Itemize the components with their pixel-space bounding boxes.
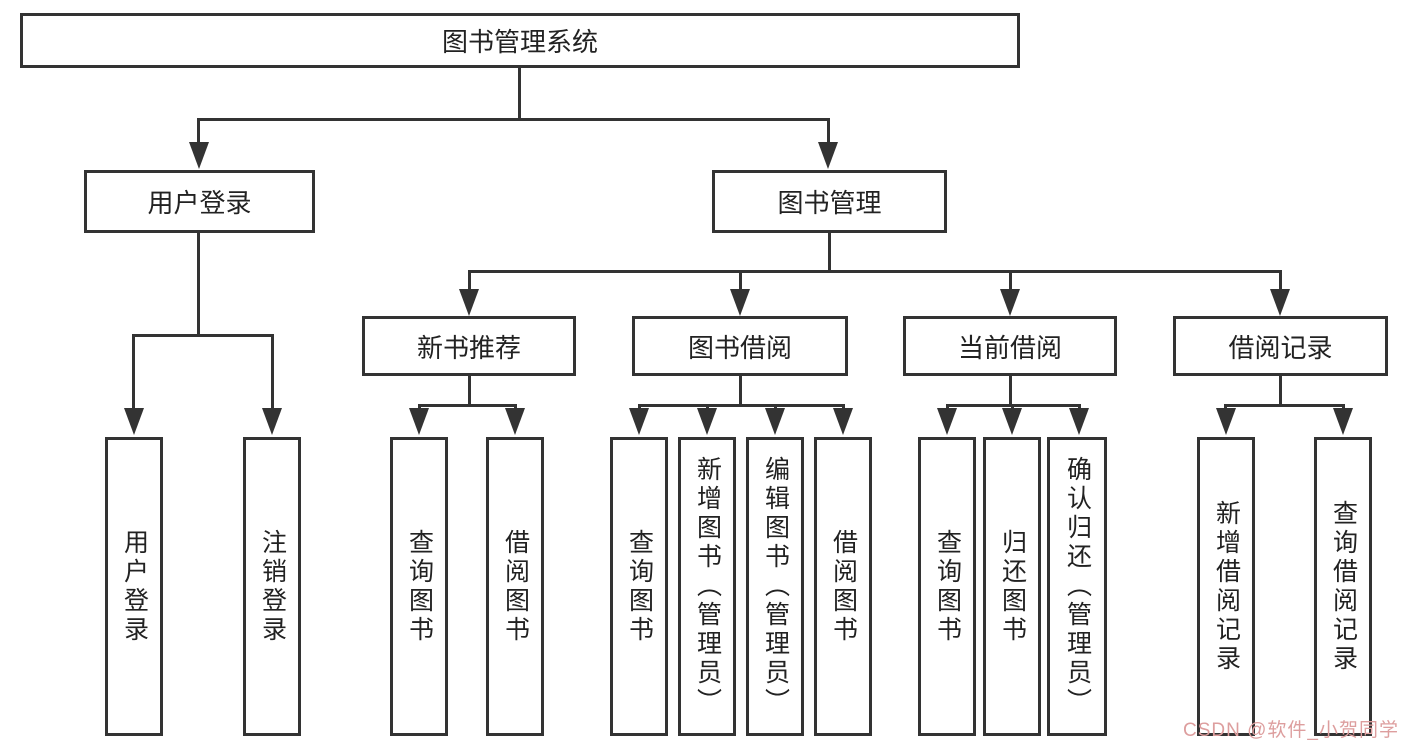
leaf-records-query-record-label: 查询借阅记录 (1329, 499, 1358, 674)
arrow-down-icon (937, 408, 957, 435)
connector-mgmt-stem (827, 118, 830, 144)
leaf-newbook-borrow-books: 借阅图书 (486, 437, 544, 736)
arrow-down-icon (1000, 289, 1020, 316)
node-new-book-recommend-label: 新书推荐 (416, 332, 521, 363)
arrow-down-icon (124, 408, 144, 435)
connector-newbook-bus (418, 404, 517, 407)
leaf-logout: 注销登录 (243, 437, 301, 736)
arrow-down-icon (818, 142, 838, 169)
node-book-borrow-label: 图书借阅 (687, 332, 792, 363)
connector-current-drop (1009, 376, 1012, 407)
arrow-down-icon (505, 408, 525, 435)
leaf-borrow-edit-books-admin: 编辑图书（管理员） (746, 437, 804, 736)
node-book-management-label: 图书管理 (777, 188, 882, 218)
node-root: 图书管理系统 (20, 13, 1020, 68)
connector-leaf-stem (132, 334, 135, 410)
connector-borrow-bus (638, 404, 845, 407)
arrow-down-icon (262, 408, 282, 435)
leaf-newbook-query-books-label: 查询图书 (405, 528, 434, 645)
connector-level2-stem (1279, 270, 1282, 292)
arrow-down-icon (459, 289, 479, 316)
connector-root-drop (518, 68, 521, 121)
leaf-logout-label: 注销登录 (258, 528, 287, 645)
leaf-borrow-borrow-books-label: 借阅图书 (829, 528, 858, 645)
arrow-down-icon (409, 408, 429, 435)
leaf-borrow-add-books-admin-label: 新增图书（管理员） (693, 456, 722, 717)
leaf-newbook-query-books: 查询图书 (390, 437, 448, 736)
arrow-down-icon (189, 142, 209, 169)
connector-records-drop (1279, 376, 1282, 407)
leaf-user-login: 用户登录 (105, 437, 163, 736)
connector-login-stem (197, 118, 200, 144)
connector-borrow-drop (739, 376, 742, 407)
arrow-down-icon (765, 408, 785, 435)
node-user-login: 用户登录 (84, 170, 315, 233)
leaf-borrow-add-books-admin: 新增图书（管理员） (678, 437, 736, 736)
connector-login-bus (132, 334, 274, 337)
leaf-newbook-borrow-books-label: 借阅图书 (501, 528, 530, 645)
arrow-down-icon (1270, 289, 1290, 316)
connector-level2-stem (739, 270, 742, 292)
connector-mgmt-drop (828, 233, 831, 273)
arrow-down-icon (1069, 408, 1089, 435)
node-book-management: 图书管理 (712, 170, 947, 233)
node-current-borrow: 当前借阅 (903, 316, 1117, 376)
connector-records-bus (1224, 404, 1344, 407)
node-new-book-recommend: 新书推荐 (362, 316, 576, 376)
arrow-down-icon (629, 408, 649, 435)
leaf-records-add-record: 新增借阅记录 (1197, 437, 1255, 736)
arrow-down-icon (697, 408, 717, 435)
leaf-borrow-edit-books-admin-label: 编辑图书（管理员） (761, 456, 790, 717)
node-book-borrow: 图书借阅 (632, 316, 848, 376)
node-current-borrow-label: 当前借阅 (957, 332, 1062, 363)
leaf-borrow-query-books: 查询图书 (610, 437, 668, 736)
leaf-records-query-record: 查询借阅记录 (1314, 437, 1372, 736)
connector-login-drop (197, 233, 200, 336)
arrow-down-icon (1333, 408, 1353, 435)
csdn-watermark: CSDN @软件_小贺同学 (1183, 720, 1399, 741)
connector-level1-bus (197, 118, 830, 121)
leaf-borrow-borrow-books: 借阅图书 (814, 437, 872, 736)
connector-newbook-drop (468, 376, 471, 407)
node-user-login-label: 用户登录 (147, 188, 252, 218)
arrow-down-icon (1216, 408, 1236, 435)
leaf-current-confirm-return-admin: 确认归还（管理员） (1047, 437, 1107, 736)
leaf-current-return-books-label: 归还图书 (998, 528, 1027, 645)
leaf-current-return-books: 归还图书 (983, 437, 1041, 736)
leaf-current-confirm-return-admin-label: 确认归还（管理员） (1063, 456, 1092, 717)
arrow-down-icon (1002, 408, 1022, 435)
connector-leaf-stem (271, 334, 274, 410)
arrow-down-icon (833, 408, 853, 435)
leaf-user-login-label: 用户登录 (120, 528, 149, 645)
leaf-current-query-books-label: 查询图书 (933, 528, 962, 645)
leaf-borrow-query-books-label: 查询图书 (625, 528, 654, 645)
connector-level2-stem (468, 270, 471, 292)
leaf-records-add-record-label: 新增借阅记录 (1212, 499, 1241, 674)
connector-level2-stem (1009, 270, 1012, 292)
node-borrow-records-label: 借阅记录 (1228, 332, 1333, 363)
connector-level2-bus (468, 270, 1282, 273)
node-root-label: 图书管理系统 (441, 27, 598, 57)
arrow-down-icon (730, 289, 750, 316)
leaf-current-query-books: 查询图书 (918, 437, 976, 736)
node-borrow-records: 借阅记录 (1173, 316, 1388, 376)
